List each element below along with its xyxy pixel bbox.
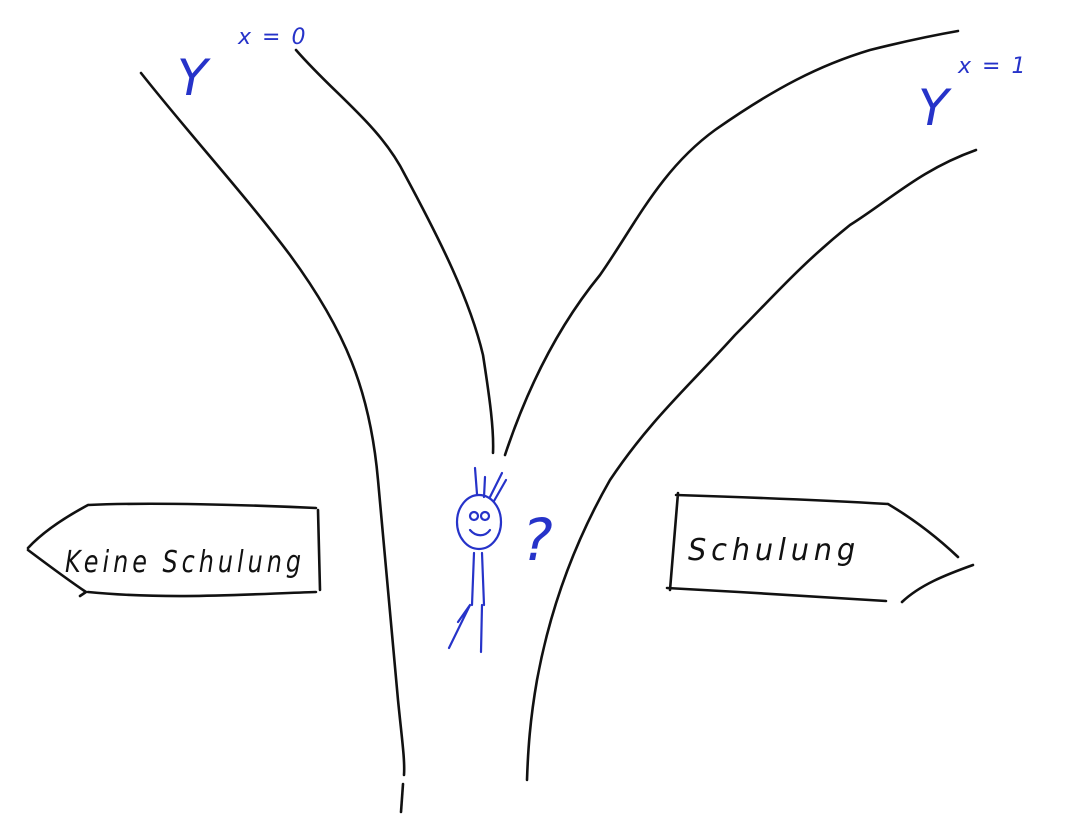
outcome-left: Y x = 0	[177, 25, 307, 107]
sign-left-outline	[26, 502, 322, 598]
road-right-inner-edge	[503, 29, 960, 457]
outcome-right: Y x = 1	[918, 54, 1027, 137]
person-hair	[473, 466, 508, 503]
person-figure: ?	[447, 466, 553, 654]
sign-schulung: Schulung	[665, 491, 975, 604]
road	[139, 29, 978, 814]
person-legs	[447, 603, 484, 654]
person-body	[470, 551, 486, 607]
person-question-mark: ?	[522, 506, 553, 574]
person-eye-right	[479, 510, 491, 522]
sign-left-label: Keine Schulung	[65, 545, 305, 580]
person-mouth	[468, 528, 492, 537]
road-right-outer-edge	[525, 148, 978, 782]
outcome-left-superscript: x = 0	[237, 25, 307, 50]
road-left-bottom-tick	[399, 782, 405, 814]
sign-keine-schulung: Keine Schulung	[26, 502, 322, 598]
person-eye-left	[468, 510, 480, 522]
sign-right-label: Schulung	[688, 533, 860, 568]
outcome-right-symbol: Y	[918, 79, 952, 137]
outcome-right-superscript: x = 1	[957, 54, 1027, 79]
sign-right-outline	[665, 491, 975, 604]
outcome-left-symbol: Y	[177, 49, 211, 107]
road-left-inner-edge	[294, 48, 495, 455]
person-head	[455, 493, 503, 551]
road-left-outer-edge	[139, 71, 406, 777]
